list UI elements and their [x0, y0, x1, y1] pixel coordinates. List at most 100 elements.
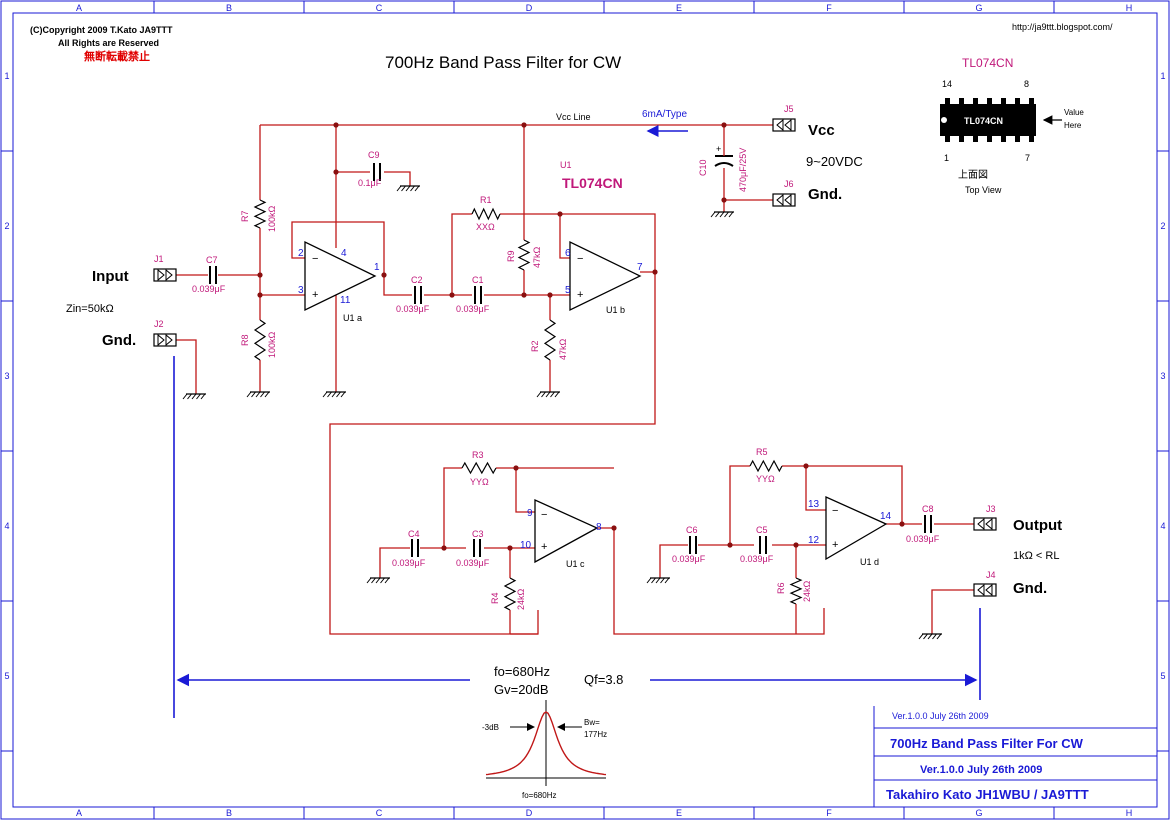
j5-label: J5	[784, 104, 794, 114]
page-title: 700Hz Band Pass Filter for CW	[385, 53, 621, 72]
junction-dot-20	[899, 521, 905, 527]
ic-top-view-jp: 上面図	[958, 169, 988, 181]
r2-label: R2	[530, 340, 540, 352]
svg-text:−: −	[577, 253, 583, 265]
r8-label: R8	[240, 334, 250, 346]
r4-value: 24kΩ	[516, 588, 526, 610]
current-label: 6mA/Type	[642, 109, 687, 120]
grid-row-left-1: 1	[4, 71, 9, 81]
svg-text:+: +	[577, 289, 583, 301]
svg-text:+: +	[716, 144, 721, 154]
ground-symbol-3	[322, 391, 346, 398]
vcc-range: 9~20VDC	[806, 154, 863, 169]
c10-value: 470μF/25V	[738, 148, 748, 192]
capacitor-c9	[373, 163, 381, 181]
ic-pin-bottom-4	[1001, 136, 1006, 142]
ic-pin8: 8	[1024, 79, 1029, 89]
ub-pin5: 5	[565, 285, 571, 296]
ua-pin1: 1	[374, 262, 380, 273]
uc-name: U1 c	[566, 559, 585, 569]
ic-pin-top-2	[973, 98, 978, 104]
response-bw-value: 177Hz	[584, 730, 607, 739]
ic-chip-label: TL074CN	[964, 116, 1003, 126]
connector-j5	[772, 118, 796, 132]
grid-col-bottom-F: F	[826, 808, 832, 818]
junction-dot-18	[793, 542, 799, 548]
ic-pin-bottom-1	[959, 136, 964, 142]
junction-dot-15	[513, 465, 519, 471]
connector-j3	[973, 517, 997, 531]
grid-col-top-F: F	[826, 3, 832, 13]
svg-text:+: +	[832, 539, 838, 551]
grid-row-left-5: 5	[4, 671, 9, 681]
ground-symbol-0	[396, 185, 420, 192]
resistor-r1	[471, 207, 501, 221]
ic-pin-top-3	[987, 98, 992, 104]
resistor-r2	[543, 319, 557, 361]
grid-row-left-4: 4	[4, 521, 9, 531]
ic-top-view: Top View	[965, 185, 1002, 195]
grid-col-top-A: A	[76, 3, 82, 13]
connector-j4	[973, 583, 997, 597]
opamp-signs: −+ −+ −+ −+	[312, 253, 838, 553]
junction-dot-14	[507, 545, 513, 551]
titleblock-ver: Ver.1.0.0 July 26th 2009	[920, 764, 1042, 776]
rl-label: 1kΩ < RL	[1013, 550, 1059, 562]
j2-label: J2	[154, 319, 164, 329]
r3-label: R3	[472, 450, 484, 460]
zin-label: Zin=50kΩ	[66, 303, 114, 315]
qf-label: Qf=3.8	[584, 672, 623, 687]
junction-dot-4	[721, 197, 727, 203]
copyright-line2: All Rights are Reserved	[58, 38, 159, 48]
junction-dot-9	[521, 292, 527, 298]
junction-dot-10	[547, 292, 553, 298]
r5-value: YYΩ	[756, 474, 775, 484]
ic-pin7: 7	[1025, 153, 1030, 163]
grid-col-bottom-B: B	[226, 808, 232, 818]
ua-pin4: 4	[341, 248, 347, 259]
j3-label: J3	[986, 504, 996, 514]
r3-value: YYΩ	[470, 477, 489, 487]
ic-pin-bottom-2	[973, 136, 978, 142]
ic-pin-top-0	[945, 98, 950, 104]
spec-span	[173, 356, 981, 718]
ub-pin7: 7	[637, 262, 643, 273]
ground-symbol-7	[646, 577, 670, 584]
junction-dot-1	[521, 122, 527, 128]
junction-dot-13	[441, 545, 447, 551]
r8-value: 100kΩ	[267, 331, 277, 358]
uc-pin10: 10	[520, 540, 532, 551]
c9-value: 0.1μF	[358, 178, 382, 188]
c2-value: 0.039μF	[396, 304, 430, 314]
ua-pin3: 3	[298, 285, 304, 296]
grid-col-bottom-E: E	[676, 808, 682, 818]
output-label: Output	[1013, 517, 1062, 534]
capacitor-c1	[474, 286, 482, 304]
capacitor-c6	[689, 536, 697, 554]
svg-text:−: −	[312, 253, 318, 265]
ic-pin-top-6	[1029, 98, 1034, 104]
capacitor-c4	[411, 539, 419, 557]
connector-j2	[153, 333, 177, 347]
grid-col-top-G: G	[975, 3, 982, 13]
capacitor-c8	[924, 515, 932, 533]
c8-label: C8	[922, 504, 934, 514]
junction-dot-11	[557, 211, 563, 217]
c9-label: C9	[368, 150, 380, 160]
junction-dot-19	[803, 463, 809, 469]
svg-text:−: −	[541, 509, 547, 521]
c8-value: 0.039μF	[906, 534, 940, 544]
grid-row-right-2: 2	[1160, 221, 1165, 231]
grid-row-left-2: 2	[4, 221, 9, 231]
c5-value: 0.039μF	[740, 554, 774, 564]
ground-symbol-2	[246, 391, 270, 398]
ud-pin13: 13	[808, 499, 820, 510]
titleblock-author: Takahiro Kato JH1WBU / JA9TTT	[886, 787, 1089, 802]
url-text[interactable]: http://ja9ttt.blogspot.com/	[1012, 22, 1113, 32]
ud-name: U1 d	[860, 557, 879, 567]
resistor-r9	[517, 239, 531, 271]
grid-col-bottom-G: G	[975, 808, 982, 818]
grid-col-bottom-A: A	[76, 808, 82, 818]
